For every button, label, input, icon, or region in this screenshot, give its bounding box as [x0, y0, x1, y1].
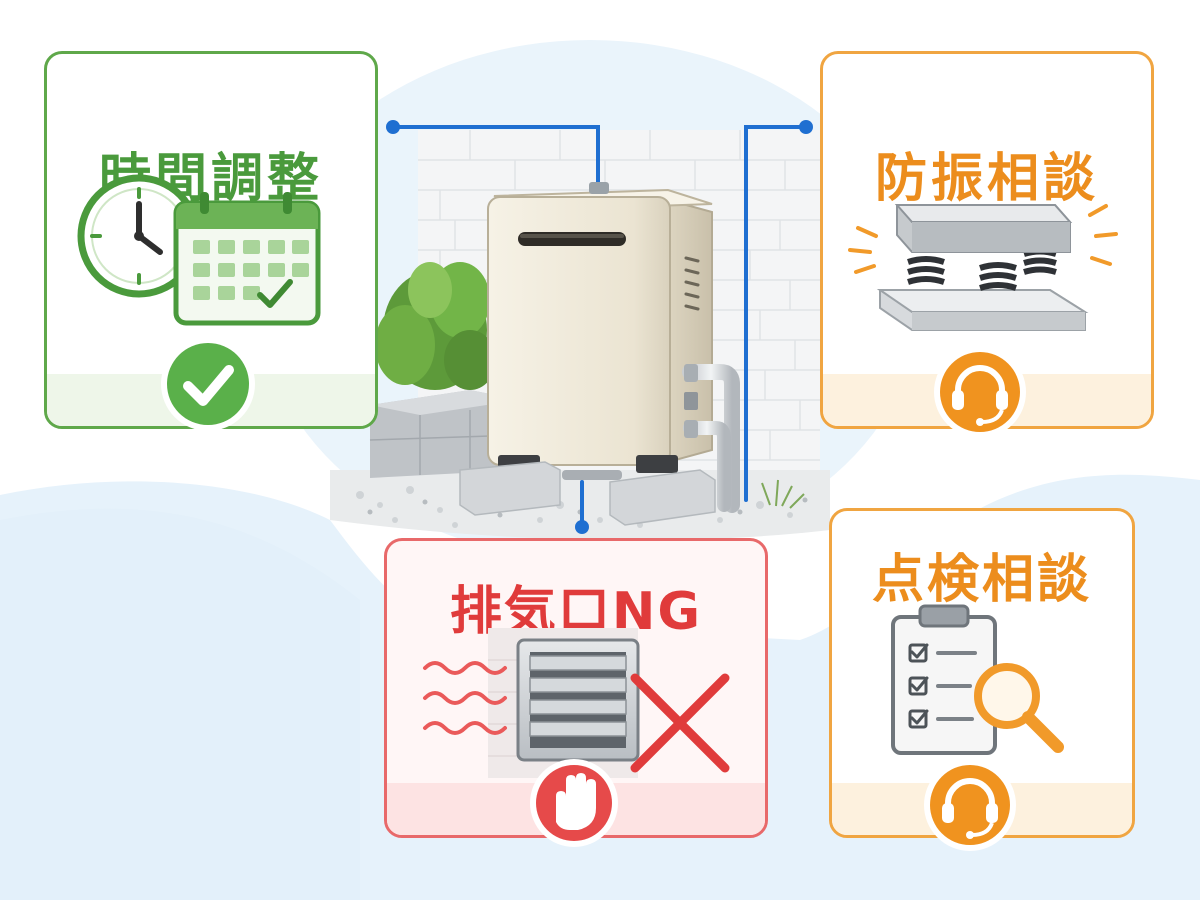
planter-shrub [369, 262, 521, 478]
card-vibration-consult: 防振相談 [820, 51, 1154, 429]
connector-lines [391, 125, 808, 529]
card-footer-band [832, 783, 1132, 835]
card-time-adjust: 時間調整 [44, 51, 378, 429]
card-exhaust-ng: 排気口NG [384, 538, 768, 838]
connector-dot-exhaust [575, 520, 589, 534]
connector-dot-vibration [799, 120, 813, 134]
card-title-vibration-consult: 防振相談 [874, 149, 1099, 209]
card-title-inspection-consult: 点検相談 [871, 550, 1092, 610]
card-title-time-adjust: 時間調整 [98, 149, 323, 209]
card-footer-band [823, 374, 1151, 426]
card-inspection-consult: 点検相談 [829, 508, 1135, 838]
connector-dot-time [386, 120, 400, 134]
water-heater-unit-icon [459, 182, 740, 526]
card-footer-band [387, 783, 765, 835]
card-footer-band [47, 374, 375, 426]
card-title-exhaust-ng: 排気口NG [449, 582, 703, 642]
